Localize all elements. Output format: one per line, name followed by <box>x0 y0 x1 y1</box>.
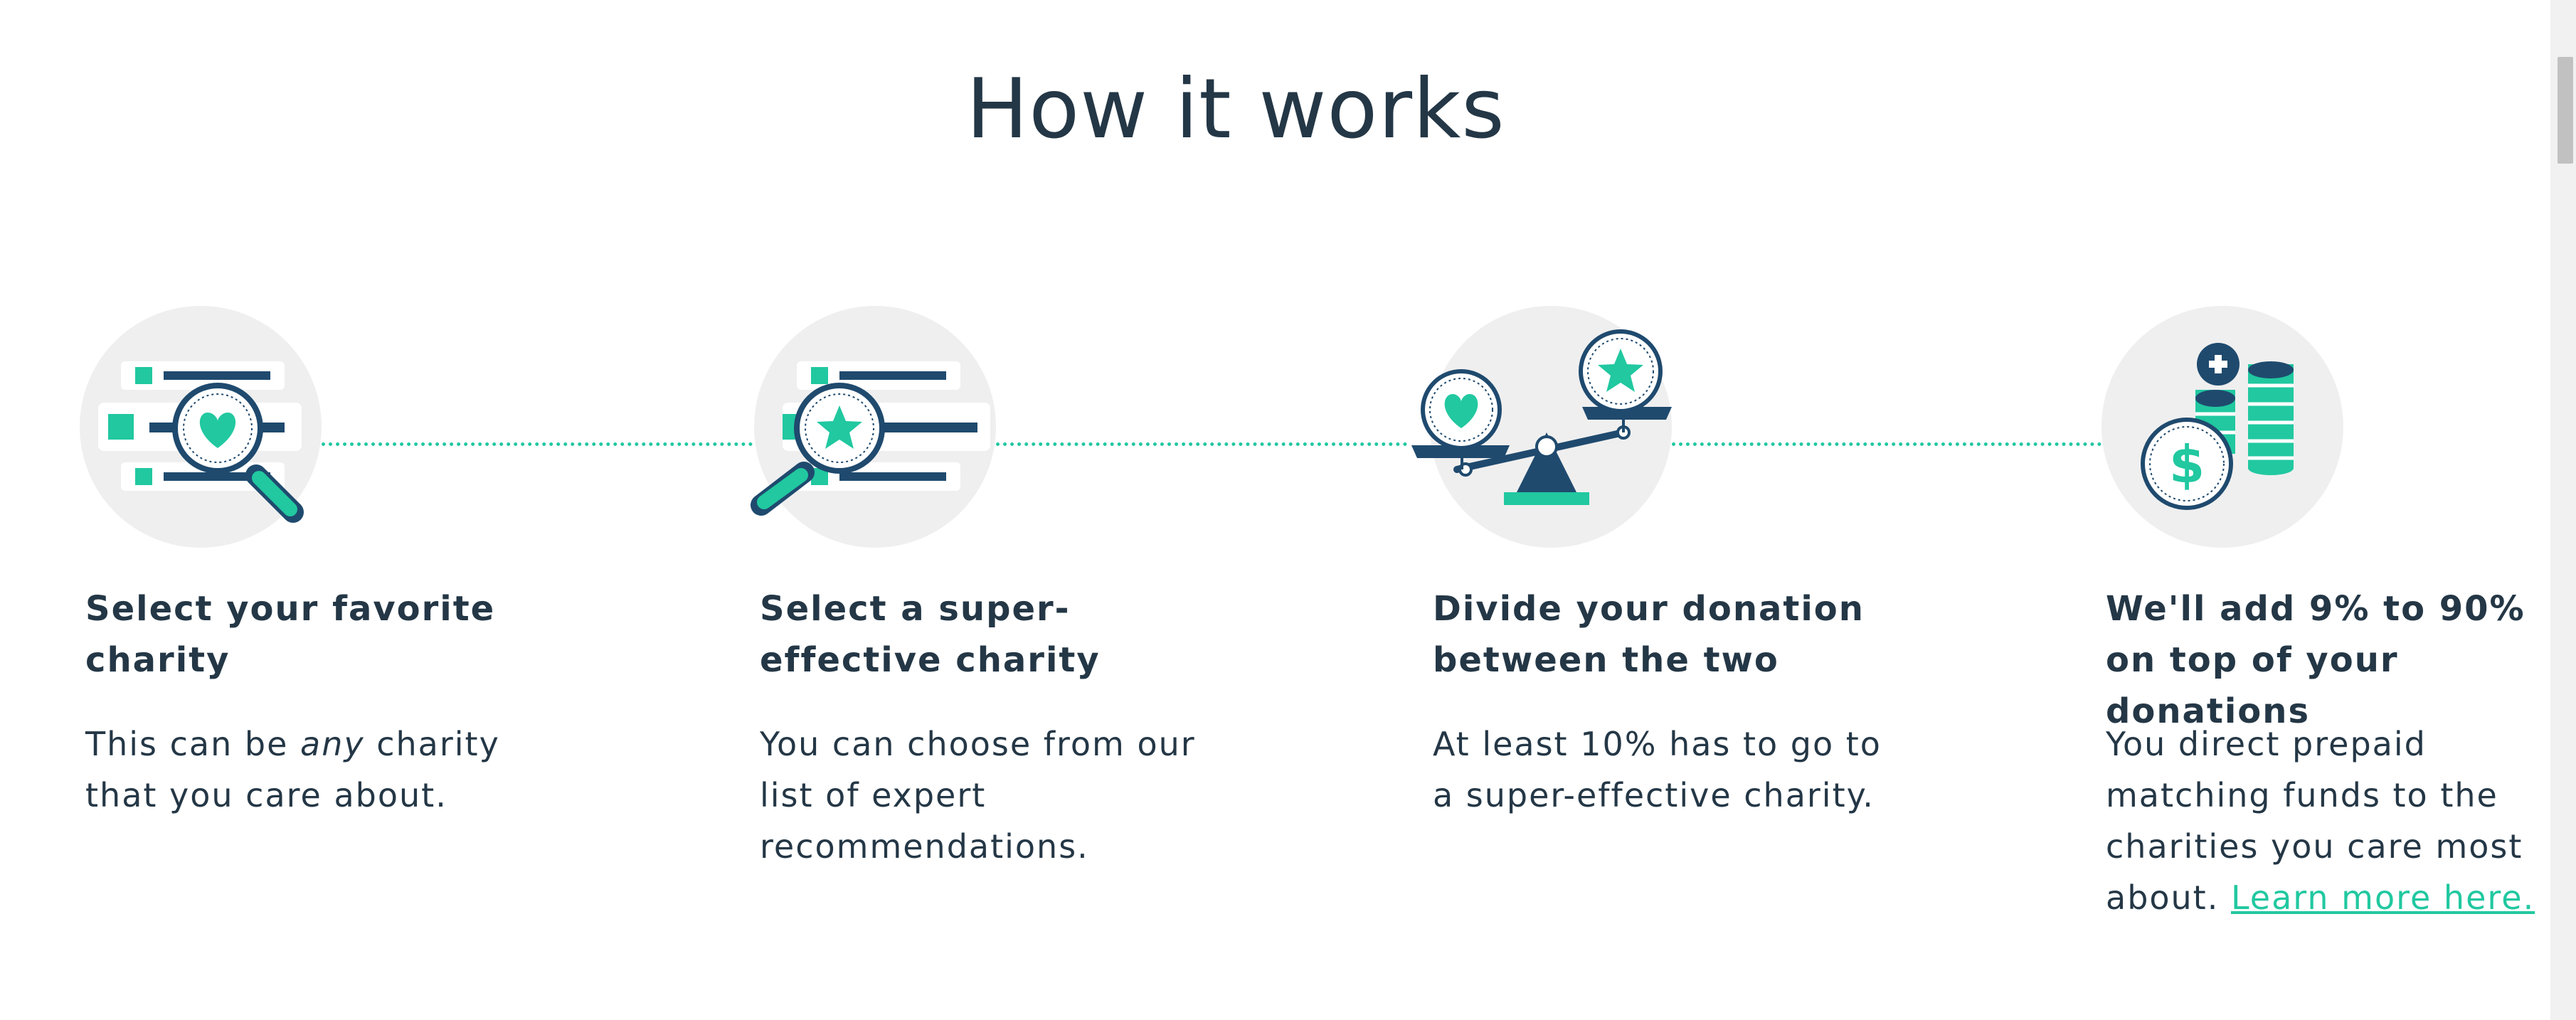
step-4-icon-circle: $ <box>2101 306 2343 548</box>
scrollbar-thumb[interactable] <box>2558 57 2573 164</box>
learn-more-link[interactable]: Learn more here. <box>2230 878 2535 917</box>
step-2-title: Select a super-effective charity <box>760 589 1101 680</box>
vertical-scrollbar[interactable] <box>2550 0 2576 1020</box>
step-1-title: Select your favorite charity <box>85 589 496 680</box>
section-title: How it works <box>966 61 1505 157</box>
step-4-title: We'll add 9% to 90% on top of your donat… <box>2106 589 2525 731</box>
step-1-desc-emphasis: any <box>300 725 365 763</box>
balance-scale-icon <box>1411 329 1672 505</box>
step-2-description: You can choose from our list of expert r… <box>760 725 1196 866</box>
step-2-icon-circle <box>751 306 996 548</box>
step-4-desc-text: You direct prepaid matching funds to the… <box>2106 725 2523 917</box>
step-3-icon-circle <box>1411 306 1672 548</box>
step-3-description: At least 10% has to go to a super-effect… <box>1433 725 1882 814</box>
svg-text:$: $ <box>2169 435 2205 494</box>
step-4-description: You direct prepaid matching funds to the… <box>2106 718 2547 923</box>
step-connector-2 <box>996 442 1407 446</box>
magnifier-heart-icon <box>98 361 304 523</box>
step-connector-3 <box>1672 442 2101 446</box>
coin-stack-icon: $ <box>2141 343 2294 510</box>
step-1-description: This can be any charity that you care ab… <box>85 718 512 821</box>
step-1-desc-text-end: charity that you care about. <box>85 725 500 814</box>
step-1-icon-circle <box>80 306 322 548</box>
magnifier-star-icon <box>751 361 990 516</box>
step-connector-1 <box>322 442 753 446</box>
step-3-title: Divide your donation between the two <box>1433 589 1865 680</box>
dollar-coin-icon <box>2141 418 2233 510</box>
step-1-desc-text: This can be <box>85 725 300 763</box>
